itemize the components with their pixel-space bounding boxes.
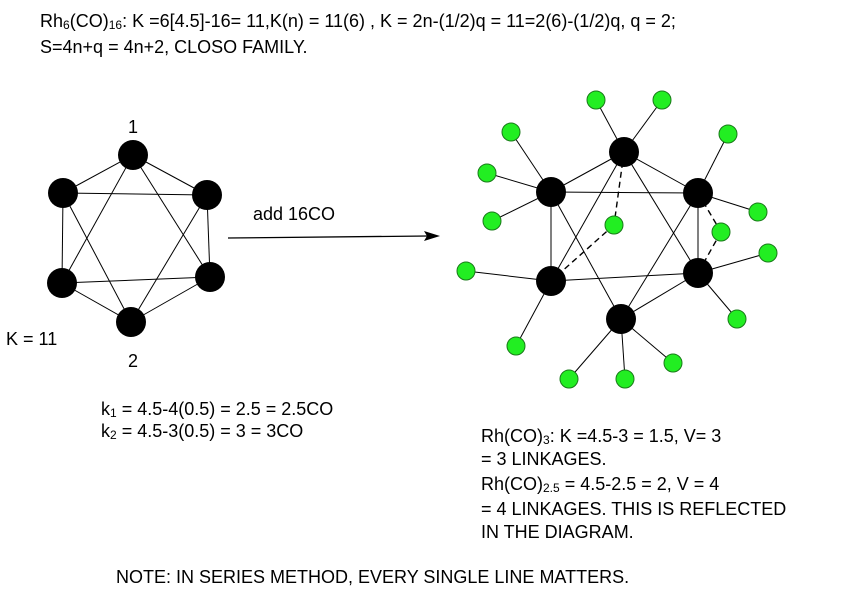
rh-atom bbox=[48, 178, 78, 208]
rh-atom bbox=[536, 177, 566, 207]
arrow-label: add 16CO bbox=[253, 204, 336, 224]
header-line-1: Rh6(CO)16: K =6[4.5]-16= 11,K(n) = 11(6)… bbox=[40, 11, 676, 32]
rh-atom bbox=[47, 268, 77, 298]
co-ligand bbox=[727, 309, 747, 329]
k-total-label: K = 11 bbox=[6, 329, 58, 349]
rh-atom bbox=[536, 266, 566, 296]
atom-label-1: 1 bbox=[128, 117, 139, 137]
atom-label-2: 2 bbox=[128, 351, 139, 371]
octahedron-rh-atoms bbox=[47, 140, 225, 337]
rh-atom-2 bbox=[116, 307, 146, 337]
rh-atom bbox=[683, 258, 713, 288]
header-line-2: S=4n+q = 4n+2, CLOSO FAMILY. bbox=[40, 37, 308, 57]
co-ligand bbox=[758, 243, 778, 263]
k2-equation: k2 = 4.5-3(0.5) = 3 = 3CO bbox=[101, 421, 304, 442]
co-ligand bbox=[586, 90, 606, 110]
octahedron-edges bbox=[61, 154, 211, 323]
explanation-line-3: Rh(CO)2.5 = 4.5-2.5 = 2, V = 4 bbox=[481, 474, 720, 495]
co-ligand bbox=[748, 202, 768, 222]
co-ligand bbox=[506, 336, 526, 356]
co-ligands bbox=[456, 90, 778, 389]
explanation-line-2: = 3 LINKAGES. bbox=[481, 449, 607, 469]
explanation-line-1: Rh(CO)3: K =4.5-3 = 1.5, V= 3 bbox=[481, 426, 722, 447]
explanation-line-5: IN THE DIAGRAM. bbox=[481, 522, 634, 542]
cluster-rh-atoms bbox=[536, 137, 713, 334]
rh-atom bbox=[192, 180, 222, 210]
co-ligand bbox=[663, 353, 683, 373]
rh-atom bbox=[195, 262, 225, 292]
co-ligand bbox=[652, 90, 672, 110]
co-ligand bbox=[615, 369, 635, 389]
rh-atom bbox=[683, 178, 713, 208]
rh-atom bbox=[609, 137, 639, 167]
co-ligand bbox=[477, 163, 497, 183]
co-ligand bbox=[482, 211, 502, 231]
explanation-line-4: = 4 LINKAGES. THIS IS REFLECTED bbox=[481, 499, 787, 519]
co-ligand bbox=[501, 122, 521, 142]
bridging-co-ligand bbox=[604, 215, 624, 235]
rh-atom-1 bbox=[118, 140, 148, 170]
co-ligand bbox=[559, 369, 579, 389]
bridging-co-ligand bbox=[711, 222, 731, 242]
footer-note: NOTE: IN SERIES METHOD, EVERY SINGLE LIN… bbox=[116, 567, 630, 587]
reaction-arrow bbox=[227, 231, 440, 241]
k1-equation: k1 = 4.5-4(0.5) = 2.5 = 2.5CO bbox=[101, 399, 334, 420]
co-ligand bbox=[456, 261, 476, 281]
cluster-metal-bonds bbox=[550, 151, 699, 320]
rh-atom bbox=[606, 304, 636, 334]
co-ligand bbox=[718, 124, 738, 144]
